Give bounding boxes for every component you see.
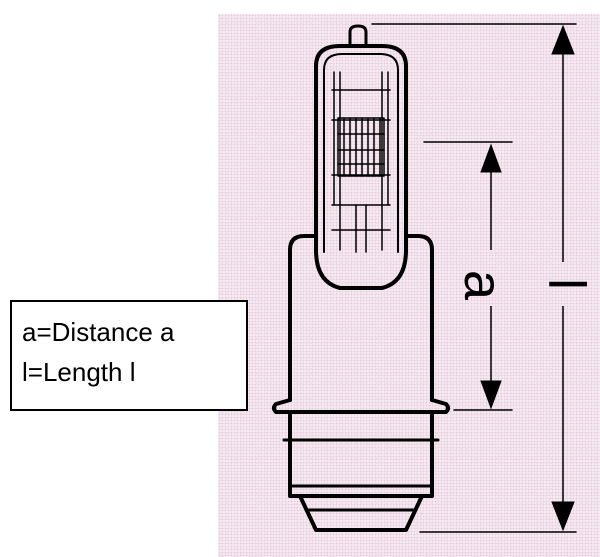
base-flange	[272, 398, 450, 414]
lamp-base	[288, 410, 434, 498]
bulb-tip	[348, 24, 368, 48]
glass-capsule-outer	[314, 44, 408, 252]
glass-capsule-inner	[323, 53, 399, 253]
legend-length-l: l=Length l	[22, 357, 136, 387]
base-contact	[298, 494, 424, 532]
collar-seal	[314, 248, 408, 290]
lamp-collar	[288, 234, 434, 402]
dimension-a-label: a	[453, 269, 514, 301]
dimension-a-line	[480, 143, 502, 410]
legend-distance-a: a=Distance a	[22, 317, 175, 347]
filament-assembly	[331, 71, 391, 253]
diagram-background	[218, 14, 600, 557]
dimension-l-line	[551, 24, 575, 532]
legend-box: a=Distance a l=Length l	[10, 300, 248, 411]
